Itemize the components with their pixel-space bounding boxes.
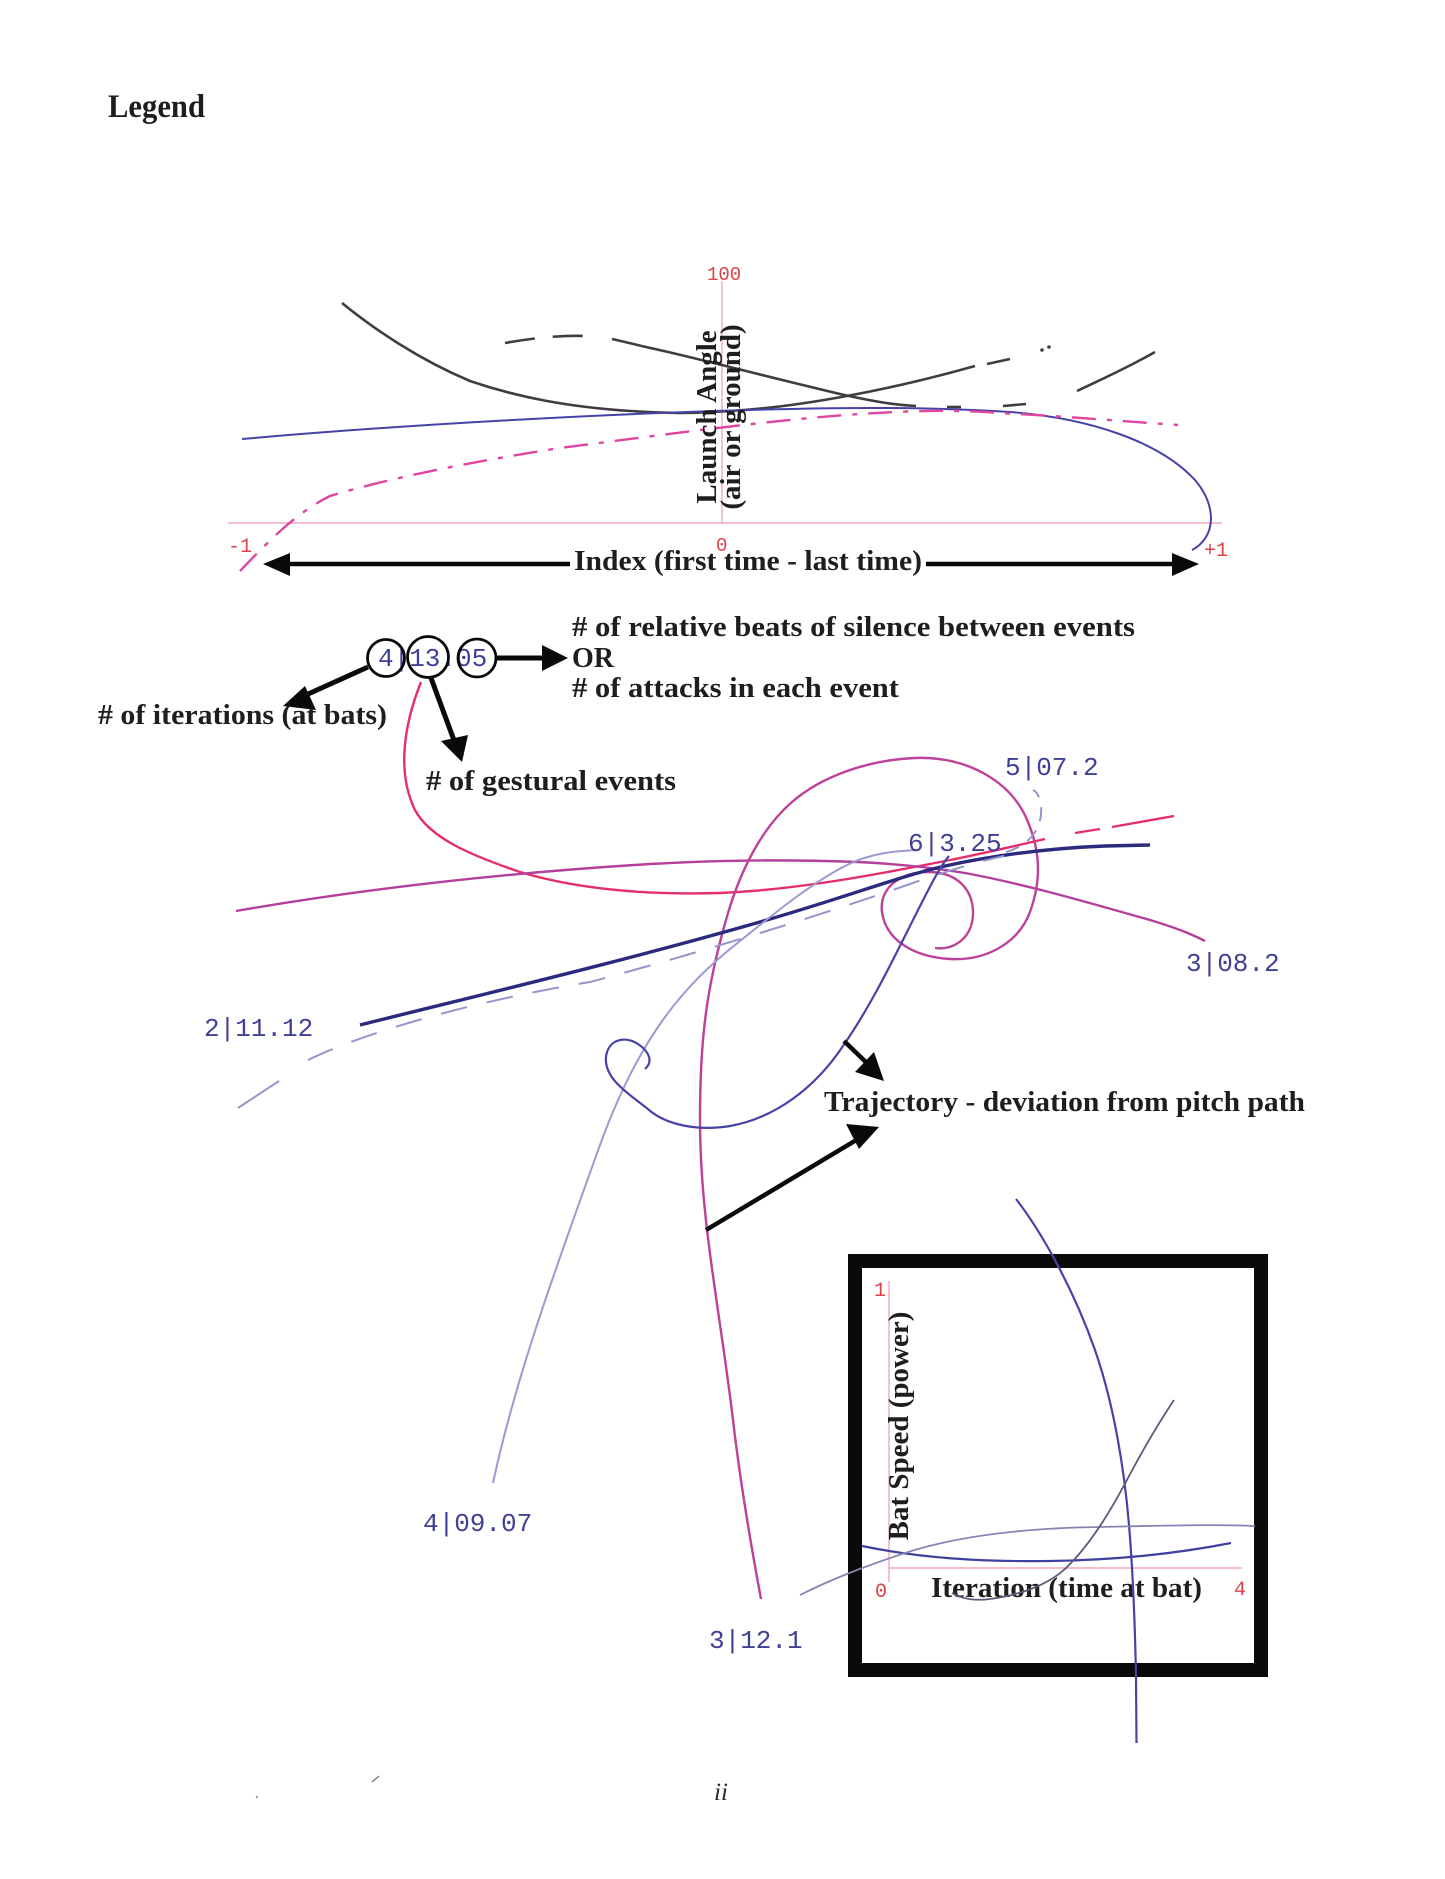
svg-text:3|12.1: 3|12.1 [709,1626,803,1656]
svg-text:5|07.2: 5|07.2 [1005,753,1099,783]
svg-text:0: 0 [875,1581,887,1604]
svg-text:(air or ground): (air or ground) [715,324,747,509]
svg-text:3|08.2: 3|08.2 [1186,949,1280,979]
svg-text:+1: +1 [1204,540,1228,563]
svg-text:# of relative beats of silence: # of relative beats of silence between e… [572,612,1135,643]
svg-text:Legend: Legend [108,89,205,125]
svg-text:6|3.25: 6|3.25 [908,829,1002,859]
svg-text:0: 0 [716,535,727,557]
svg-text:OR: OR [572,643,615,674]
svg-text:Iteration (time at bat): Iteration (time at bat) [931,1572,1202,1604]
svg-text:Launch Angle: Launch Angle [691,330,723,503]
svg-text:# of gestural events: # of gestural events [426,766,676,797]
svg-text:2|11.12: 2|11.12 [204,1014,313,1044]
svg-text:# of iterations (at bats): # of iterations (at bats) [98,700,387,731]
svg-text:Index (first time - last time): Index (first time - last time) [574,546,922,577]
svg-text:-1: -1 [228,536,252,559]
svg-text:Trajectory - deviation from pi: Trajectory - deviation from pitch path [824,1086,1305,1118]
svg-text:100: 100 [707,264,741,286]
svg-text:Bat Speed (power): Bat Speed (power) [883,1312,915,1541]
svg-text:ii: ii [714,1779,728,1806]
svg-text:# of attacks in each event: # of attacks in each event [572,673,900,704]
svg-text:4|13.05: 4|13.05 [378,644,487,674]
svg-text:4: 4 [1234,1579,1246,1602]
svg-text:1: 1 [874,1280,886,1303]
svg-text:4|09.07: 4|09.07 [423,1509,532,1539]
